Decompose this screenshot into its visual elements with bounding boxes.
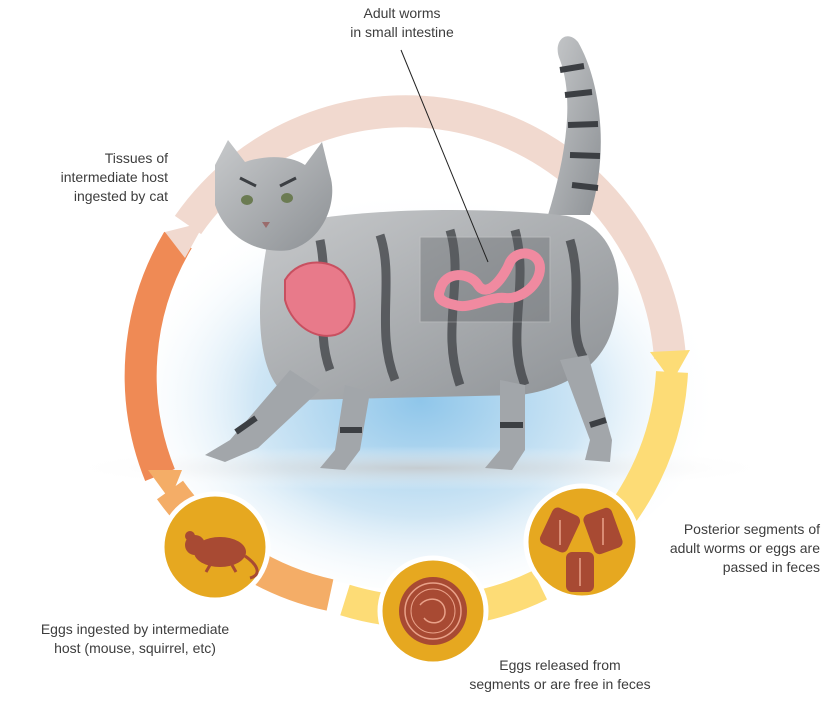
label-tissues-line1: Tissues of <box>0 149 168 168</box>
label-eggs-ingested-line1: Eggs ingested by intermediate <box>20 620 250 639</box>
label-eggs-released-line1: Eggs released from <box>440 656 680 675</box>
label-eggs-released-line2: segments or are free in feces <box>440 675 680 694</box>
label-posterior-line1: Posterior segments of <box>640 520 820 539</box>
egg-icon <box>380 558 486 664</box>
label-tissues: Tissues of intermediate host ingested by… <box>0 149 168 206</box>
label-eggs-ingested-line2: host (mouse, squirrel, etc) <box>20 639 250 658</box>
worm-segments-icon <box>526 486 638 598</box>
label-eggs-released: Eggs released from segments or are free … <box>440 656 680 694</box>
label-adult-worms: Adult worms in small intestine <box>322 4 482 42</box>
label-posterior-line2: adult worms or eggs are <box>640 539 820 558</box>
label-adult-worms-line2: in small intestine <box>322 23 482 42</box>
label-adult-worms-line1: Adult worms <box>322 4 482 23</box>
label-eggs-ingested: Eggs ingested by intermediate host (mous… <box>20 620 250 658</box>
mouse-icon <box>162 494 268 600</box>
label-tissues-line2: intermediate host <box>0 168 168 187</box>
label-posterior-segments: Posterior segments of adult worms or egg… <box>640 520 820 577</box>
label-posterior-line3: passed in feces <box>640 558 820 577</box>
label-tissues-line3: ingested by cat <box>0 187 168 206</box>
